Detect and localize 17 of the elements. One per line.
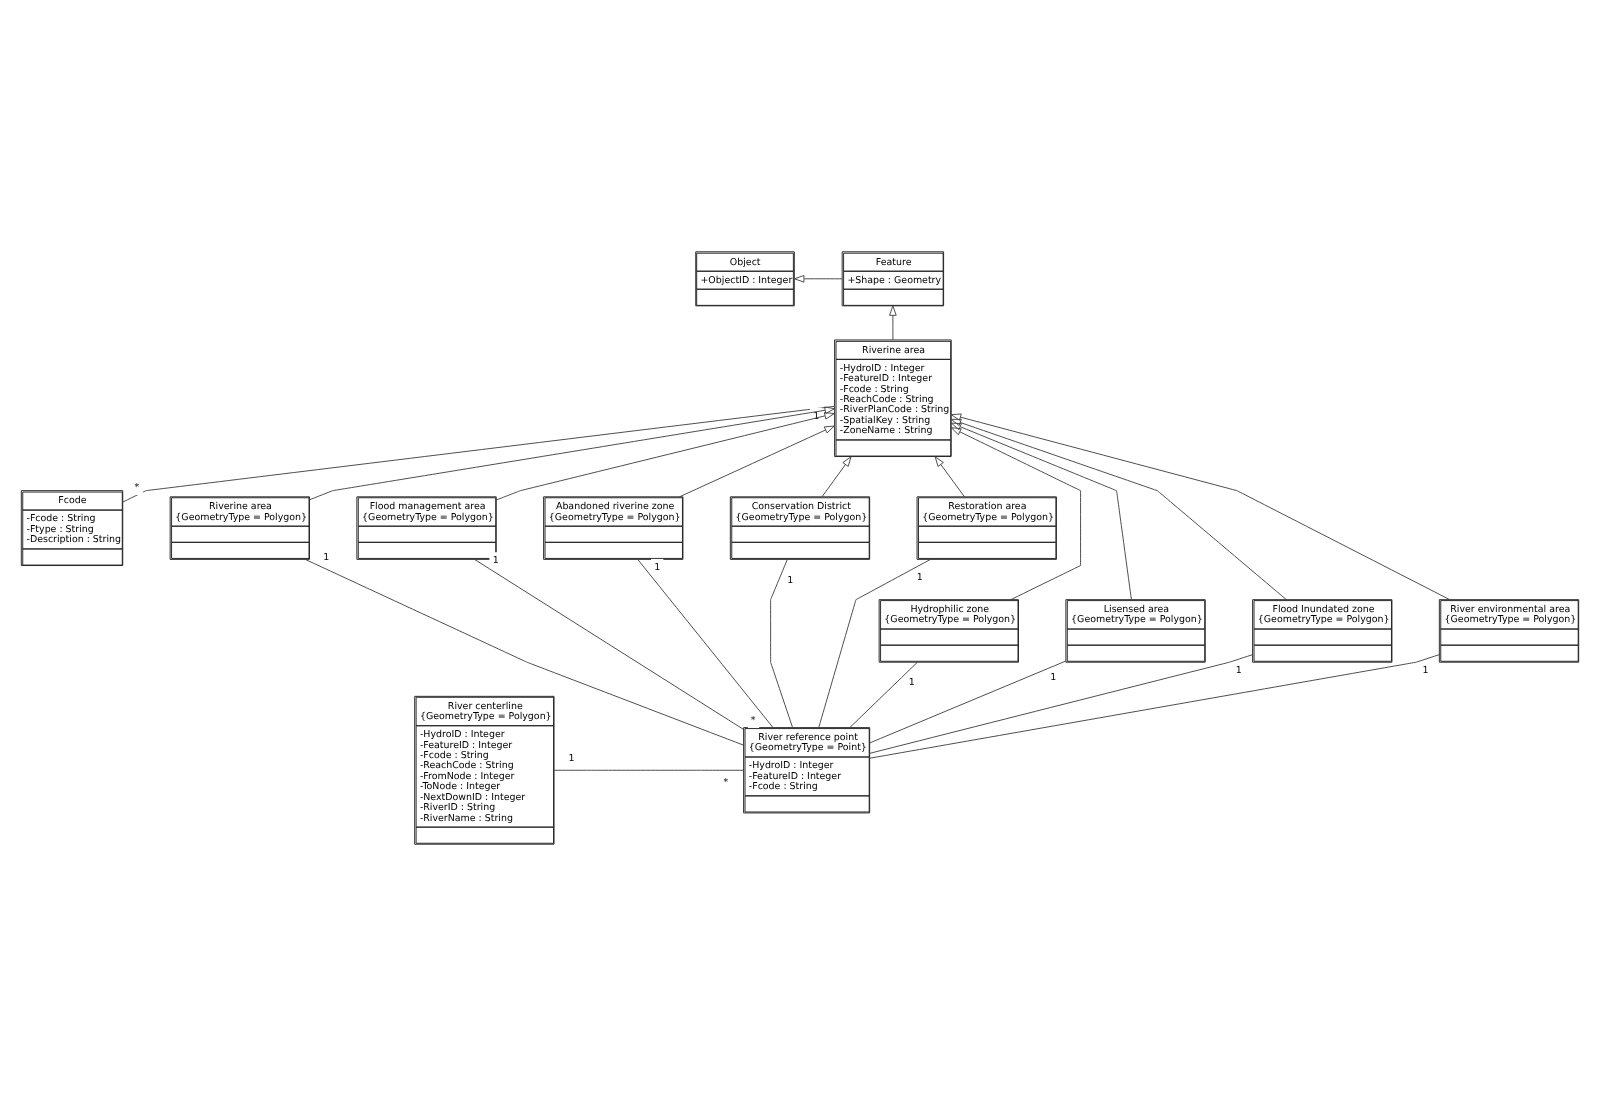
arrow [950, 413, 1451, 601]
arrow [679, 425, 835, 498]
arrow [934, 456, 965, 498]
arrow [950, 427, 1082, 601]
arrow [495, 412, 835, 501]
connector [869, 660, 1067, 744]
connector [849, 661, 918, 728]
arrow [821, 456, 852, 498]
connector [869, 654, 1440, 759]
arrow [950, 418, 1287, 600]
connector [818, 558, 931, 728]
connector [869, 654, 1254, 754]
connector [553, 769, 744, 771]
connector [770, 558, 794, 729]
arrow [950, 422, 1132, 600]
arrow [793, 275, 843, 283]
arrow [889, 305, 897, 341]
